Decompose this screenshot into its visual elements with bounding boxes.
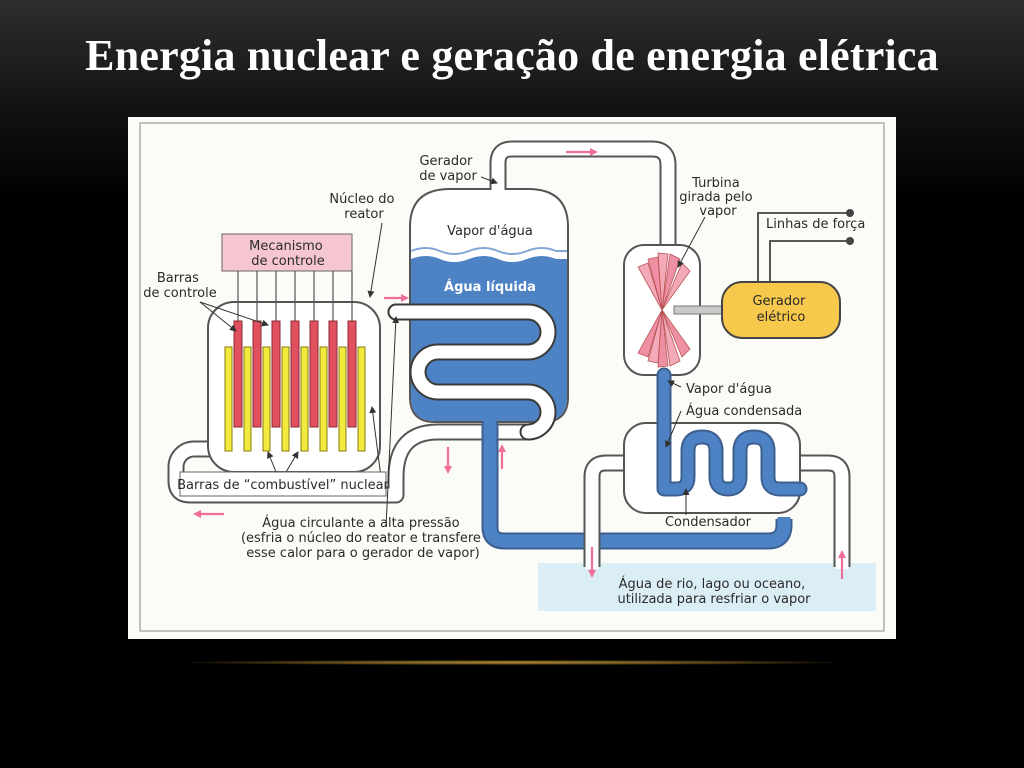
control-rods [233,320,357,428]
label-water-vapor-condenser: Vapor d'água [686,382,772,397]
power-line-terminal [846,209,854,217]
label-turbine: Turbina girada pelo vapor [679,176,756,219]
rod-hangers [237,271,353,321]
steam-generator-coil [387,303,557,441]
feedwater-return-pipe [481,420,793,550]
decorative-divider-glow [190,660,834,665]
label-cooling-water: Água de rio, lago ou oceano, utilizada p… [617,576,811,607]
label-steam-generator: Gerador de vapor [419,154,477,184]
turbine-shaft [673,305,723,315]
turbine-blades [637,252,691,368]
electric-generator [721,281,841,339]
leader-lines [199,176,706,528]
label-power-lines: Linhas de força [766,217,865,232]
label-liquid-water: Água líquida [444,279,536,295]
label-fuel-rods: Barras de “combustível” nuclear [177,478,389,493]
label-electric-generator: Gerador elétrico [752,294,809,325]
label-condensed-water: Água condensada [686,403,802,419]
label-water-vapor-top: Vapor d'água [447,224,533,239]
label-condenser: Condensador [665,515,752,530]
flow-arrows [193,148,846,579]
label-control-rods: Barras de controle [143,271,216,301]
control-mechanism-box [221,233,353,272]
condenser-coil [656,367,808,497]
figure-frame [139,122,885,632]
power-lines [757,212,848,282]
fuel-rods [224,346,366,452]
condenser-cooling-pipe [583,454,851,569]
label-reactor-core: Núcleo do reator [329,192,398,222]
reactor-diagram: Gerador de vapor Núcleo do reator Mecani… [128,117,896,639]
fuel-rods-label-box [179,471,387,497]
slide-title: Energia nuclear e geração de energia elé… [85,31,939,80]
label-circulating-water: Água circulante a alta pressão (esfria o… [241,515,485,561]
liquid-water [411,256,567,421]
power-line-terminal [846,237,854,245]
label-control-mechanism: Mecanismo de controle [249,239,327,269]
steam-pipe [489,140,677,247]
